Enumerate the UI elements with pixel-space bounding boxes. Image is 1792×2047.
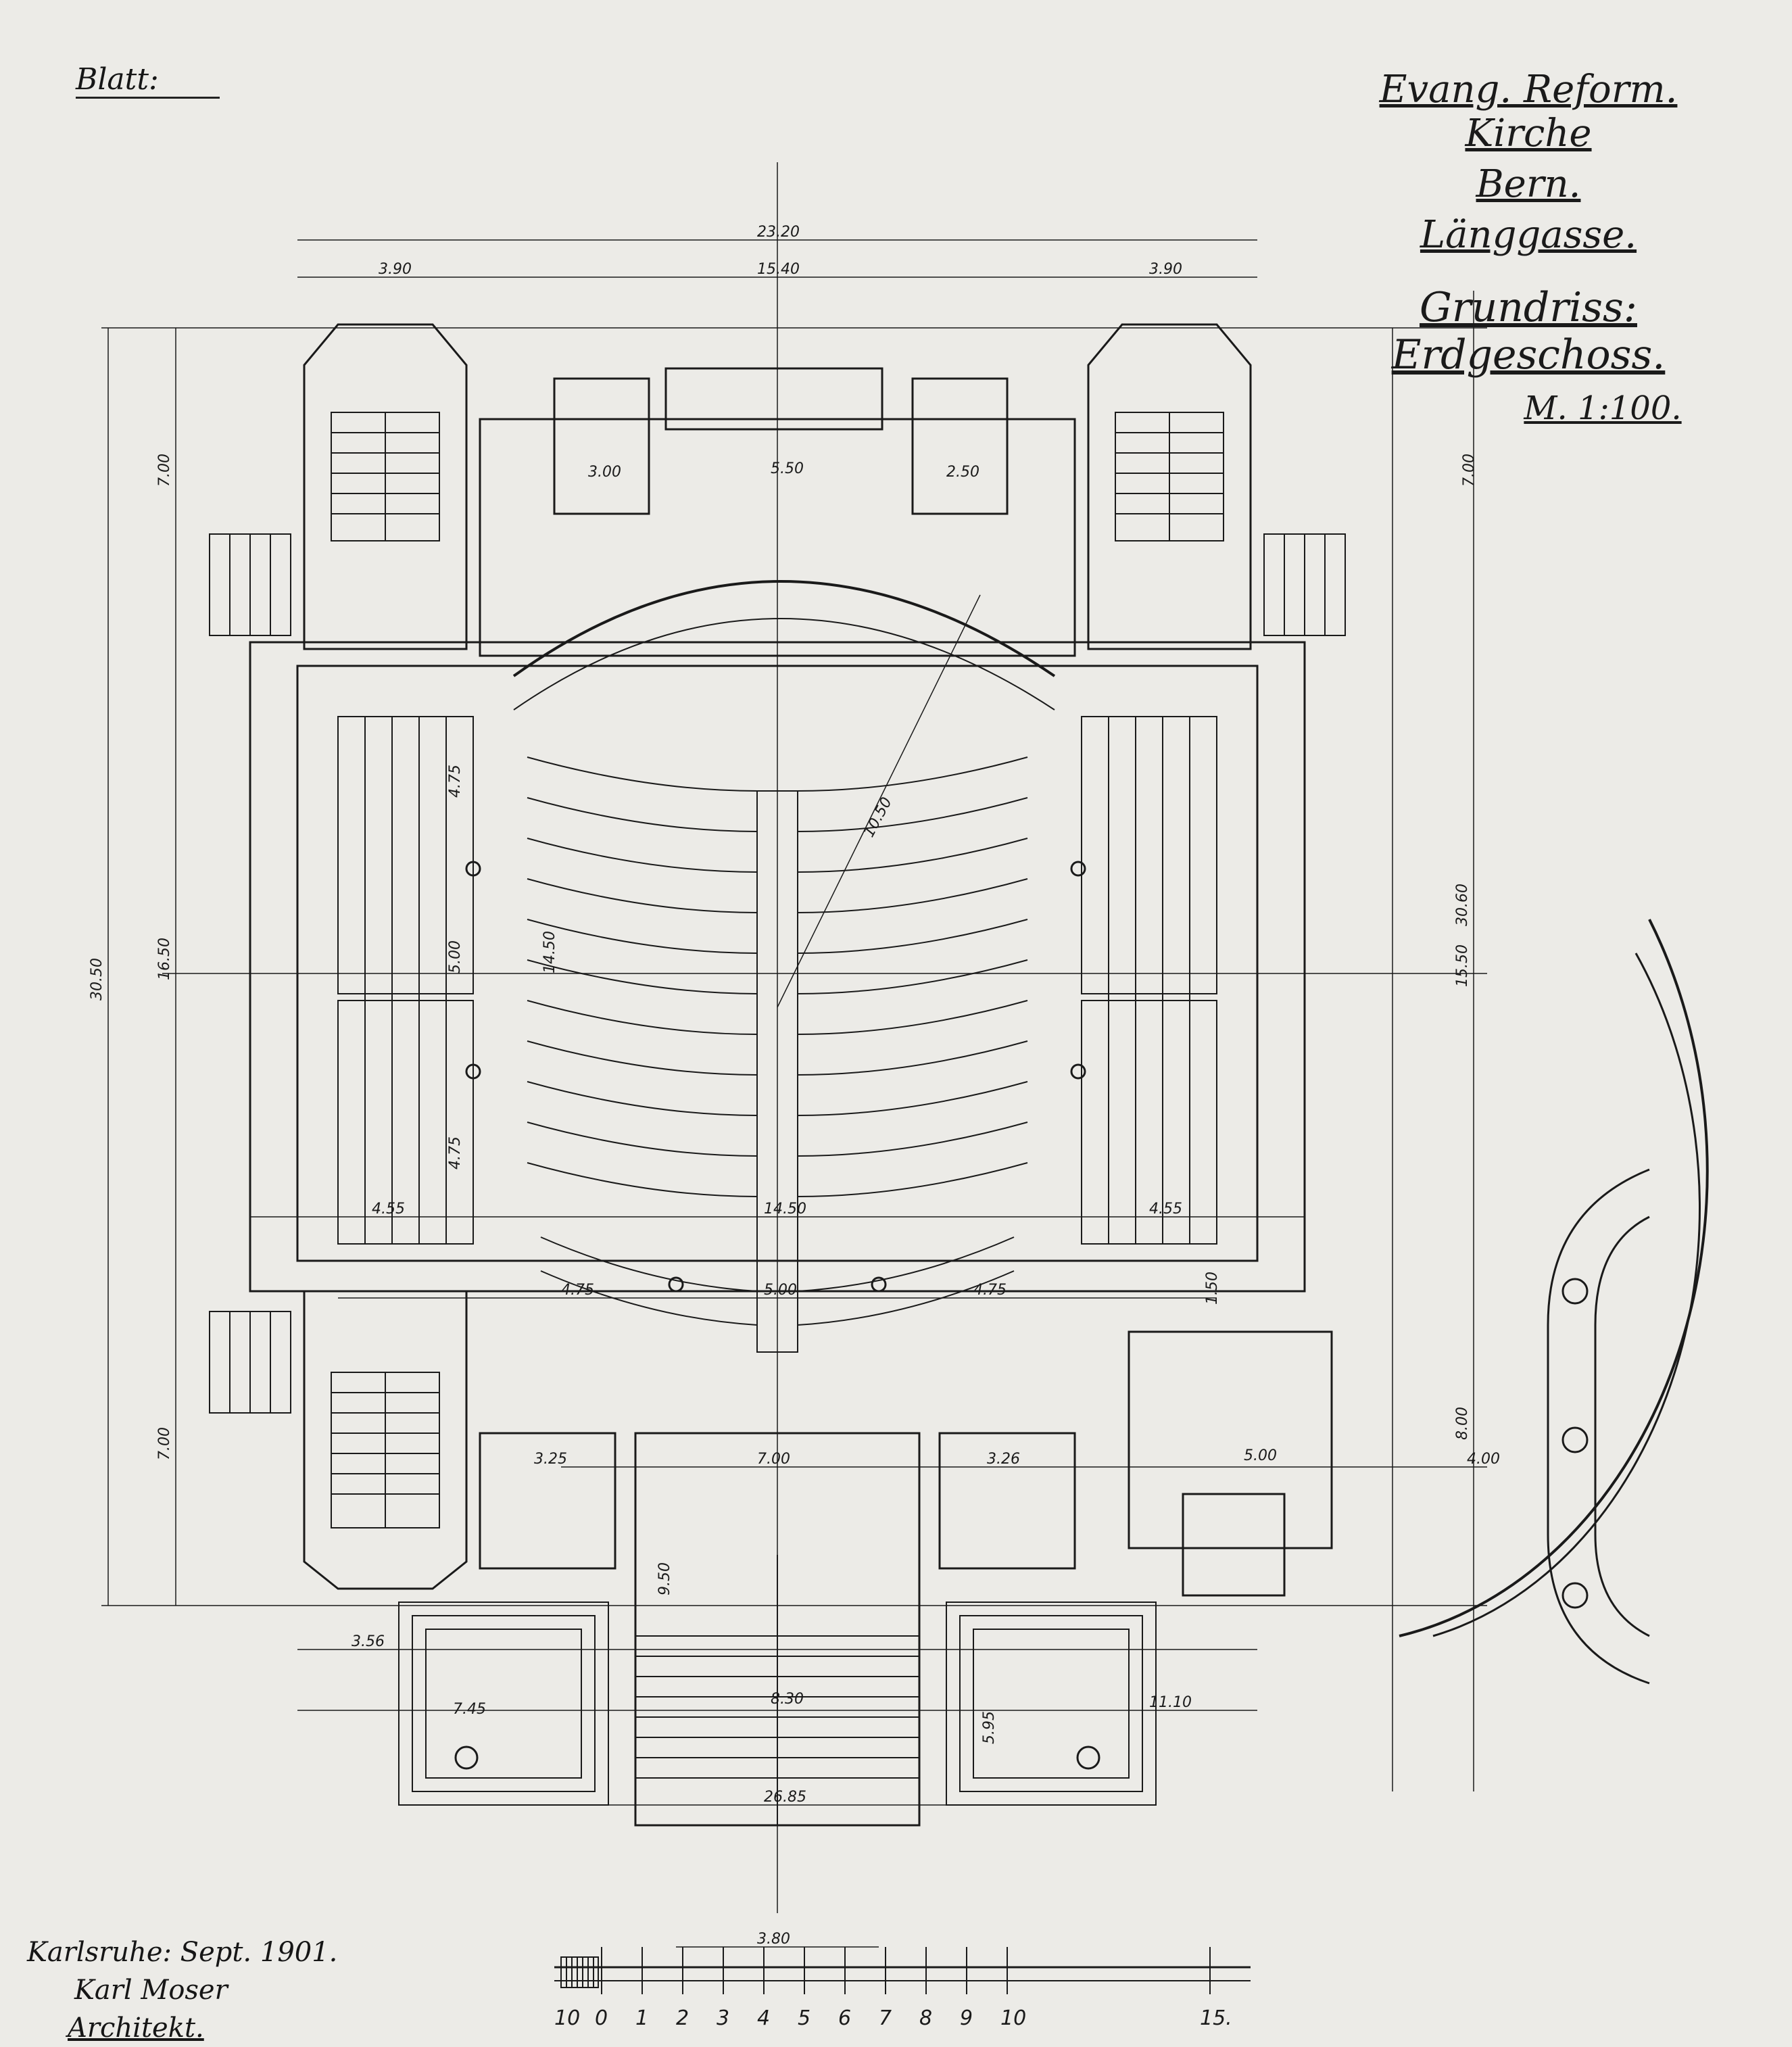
scale-tick-label: 2	[676, 2006, 689, 2030]
radius-line	[777, 594, 981, 1008]
scale-tick-label: 10	[1000, 2006, 1026, 2030]
dim-seg-b: 5.00	[764, 1282, 797, 1299]
dim-room-c: 2.50	[946, 464, 979, 481]
tower-ne	[1087, 323, 1252, 650]
columns	[454, 861, 1589, 1770]
dim-nave-width: 14.50	[541, 931, 558, 973]
title-drawing: Grundriss: Erdgeschoss.	[1391, 284, 1666, 379]
scale-tick-label: 4	[757, 2006, 770, 2030]
dim-aisle-width: 16.50	[156, 938, 173, 980]
dim-lower-left: 7.00	[156, 1427, 173, 1460]
signature-place-date: Karlsruhe: Sept. 1901.	[27, 1937, 338, 1968]
dim-porch-right-h: 5.95	[981, 1711, 998, 1744]
east-curve-outer	[1399, 919, 1709, 1637]
dimension-lines	[101, 239, 1487, 1948]
scale-tick-label: 6	[838, 2006, 851, 2030]
title-block: Evang. Reform. Kirche Bern. Länggasse. G…	[1319, 68, 1738, 427]
dim-pier-c: 4.75	[447, 1136, 464, 1170]
sheet-label: Blatt:	[76, 62, 220, 99]
chancel-arc	[512, 580, 1056, 677]
signature-role: Architekt.	[68, 2013, 204, 2044]
dim-right-mid: 15.50	[1454, 944, 1471, 987]
dim-room-b: 3.26	[987, 1451, 1020, 1468]
dim-right-tower: 3.90	[1149, 261, 1182, 278]
dim-chancel: 5.50	[771, 460, 804, 477]
scale-tick-label: 1	[635, 2006, 648, 2030]
dim-right-annex: 8.00	[1454, 1407, 1471, 1440]
dim-height-right: 30.60	[1454, 884, 1471, 926]
dim-upper-left: 7.00	[156, 454, 173, 487]
porch-room-left	[479, 1432, 616, 1570]
east-portico-inner	[1594, 1215, 1650, 1637]
side-steps	[209, 533, 1346, 1414]
title-scale: M. 1:100.	[1524, 389, 1682, 427]
title-city: Bern.	[1476, 162, 1581, 206]
scale-tick-label: 0	[595, 2006, 608, 2030]
north-vestry	[664, 367, 883, 431]
side-pews	[337, 716, 1217, 1245]
signature-block: Karlsruhe: Sept. 1901. Karl Moser Archit…	[27, 1933, 337, 2047]
dim-overall-width: 23.20	[757, 224, 800, 241]
dim-annex-w: 5.00	[1244, 1447, 1277, 1464]
dim-seg-c: 4.75	[973, 1282, 1007, 1299]
chancel-arc-inner	[513, 618, 1055, 711]
east-annex-stair	[1182, 1493, 1286, 1597]
title-district: Länggasse.	[1420, 213, 1637, 257]
dim-side-right: 4.55	[1149, 1201, 1182, 1218]
porch-steps	[398, 1602, 1157, 1806]
scale-tick-label: 9	[960, 2006, 973, 2030]
dim-pier-b: 5.00	[447, 940, 464, 973]
porch-room-right	[938, 1432, 1076, 1570]
dim-room-d: 3.00	[588, 464, 621, 481]
dim-upper-right: 7.00	[1461, 454, 1478, 487]
dim-nave-width-bottom: 14.50	[764, 1201, 806, 1218]
dim-stair-width: 8.30	[771, 1691, 804, 1708]
dim-seg-a: 4.75	[561, 1282, 594, 1299]
stair-ne	[1115, 412, 1224, 541]
scale-tick-label: 10	[554, 2006, 580, 2030]
stair-nw	[331, 412, 440, 541]
dim-porch-left: 3.56	[352, 1633, 385, 1650]
dim-porch-mid: 9.50	[656, 1562, 673, 1595]
dim-height-left: 30.50	[89, 958, 105, 1001]
dim-annex-depth: 4.00	[1467, 1451, 1500, 1468]
dim-annex-h: 1.50	[1204, 1272, 1221, 1305]
dim-porch-right: 11.10	[1149, 1694, 1192, 1711]
dim-pier-a: 4.75	[447, 765, 464, 798]
scale-bar: 10 0 1 2 3 4 5 6 7 8 9 10 15.	[554, 1947, 1251, 2030]
scale-tick-label: 8	[919, 2006, 932, 2030]
east-annex	[1128, 1330, 1333, 1549]
north-room-right	[911, 377, 1009, 515]
dimension-labels: 23.20 15.40 3.90 3.90 30.50 30.60 16.50 …	[89, 224, 1500, 1948]
dim-radius: 10.50	[861, 794, 896, 840]
dim-side-left: 4.55	[372, 1201, 405, 1218]
dim-porch-h: 7.45	[453, 1701, 486, 1718]
scale-tick-label: 7	[879, 2006, 892, 2030]
east-portico-outer	[1547, 1168, 1650, 1685]
dim-entrance: 7.00	[757, 1451, 790, 1468]
scale-tick-label: 3	[717, 2006, 729, 2030]
dim-center-width: 15.40	[757, 261, 800, 278]
dim-bottom: 3.80	[757, 1931, 790, 1948]
east-curve-inner	[1432, 953, 1701, 1637]
signature-name: Karl Moser	[74, 1975, 228, 2006]
dim-porch-width: 26.85	[764, 1789, 806, 1806]
stair-sw	[331, 1372, 440, 1528]
tower-nw	[303, 323, 468, 650]
tower-sw	[303, 1290, 468, 1590]
north-room-left	[553, 377, 650, 515]
scale-tick-label: 5	[798, 2006, 810, 2030]
dim-room-a: 3.25	[534, 1451, 567, 1468]
scale-tick-label: 15.	[1200, 2006, 1232, 2030]
title-church: Evang. Reform. Kirche	[1379, 68, 1678, 155]
center-pews	[527, 756, 1028, 1353]
dim-left-tower: 3.90	[379, 261, 412, 278]
